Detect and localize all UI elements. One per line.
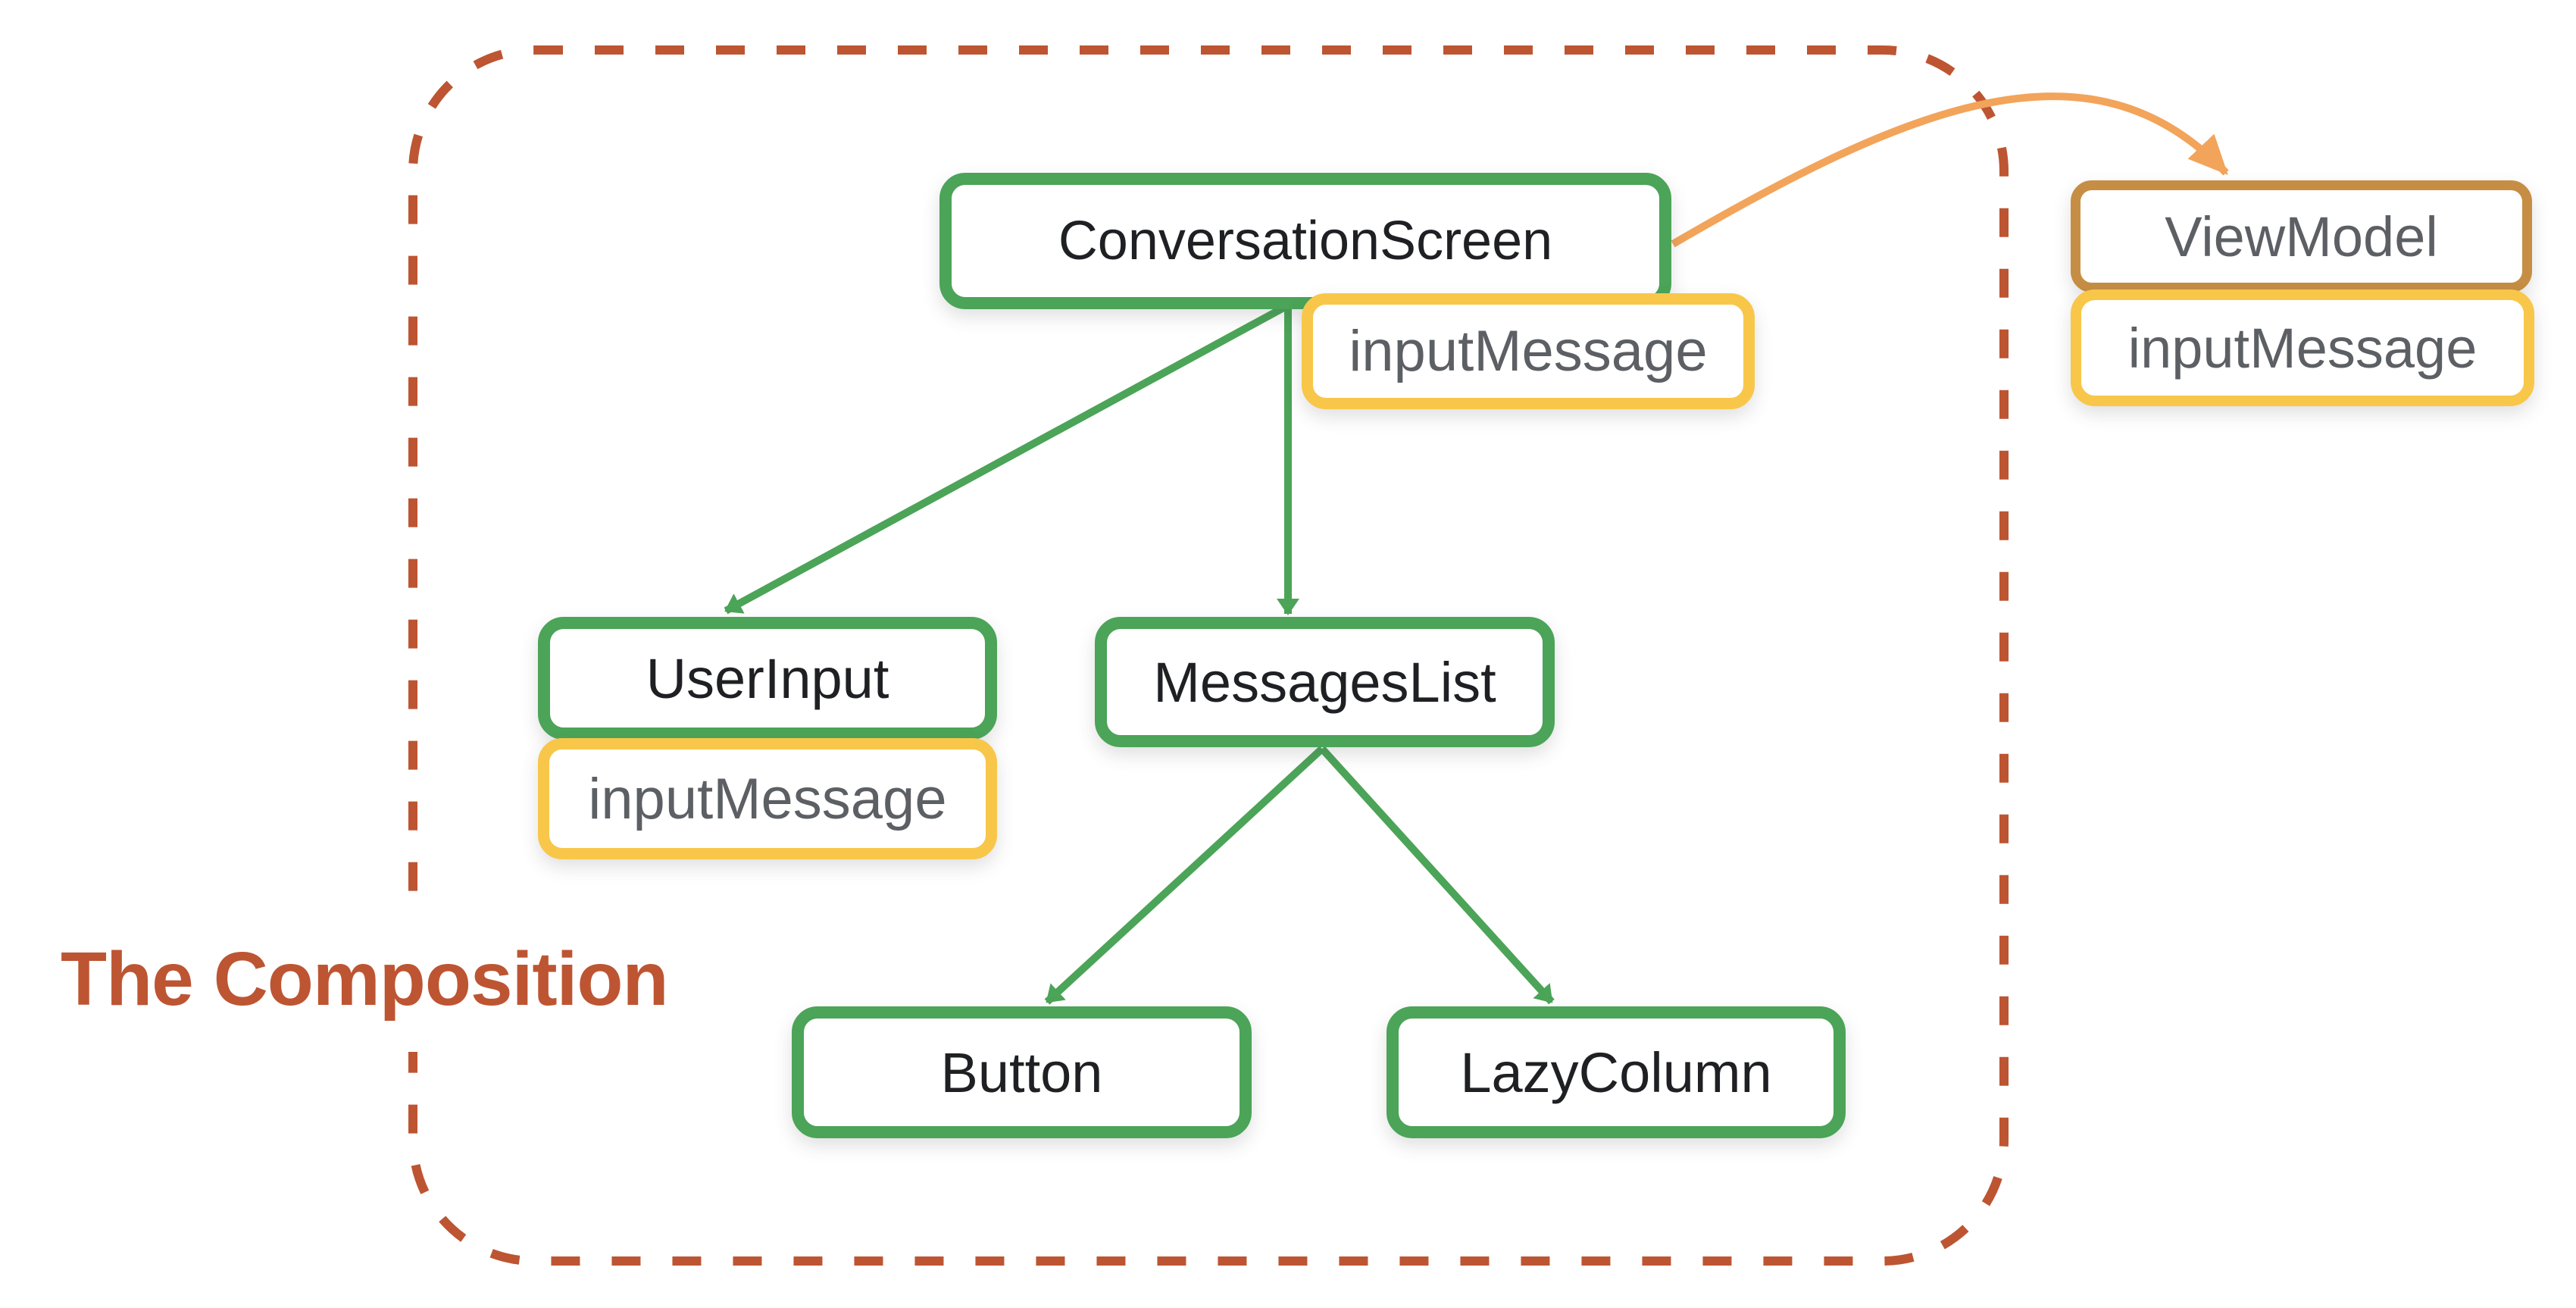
node-lazycolumn: LazyColumn [1386,1006,1846,1138]
node-conversationscreen-label: ConversationScreen [1058,211,1553,271]
node-lazycolumn-label: LazyColumn [1460,1040,1772,1104]
node-viewmodel: ViewModel [2071,180,2532,293]
node-viewmodel-label: ViewModel [2165,205,2438,268]
state-inputmessage-userinput-label: inputMessage [588,766,947,831]
node-conversationscreen: ConversationScreen [939,173,1671,309]
composition-boundary [408,45,2009,1266]
composition-title: The Composition [44,906,685,1052]
edge-conversationscreen-userinput [724,302,1289,615]
edge-conversationscreen-viewmodel [1671,92,2229,248]
edge-messageslist-button [1044,746,1325,1005]
node-button-label: Button [940,1040,1103,1104]
state-inputmessage-userinput: inputMessage [538,738,997,859]
state-inputmessage-conversationscreen: inputMessage [1302,293,1755,409]
state-inputmessage-viewmodel: inputMessage [2071,289,2534,406]
node-button: Button [792,1006,1252,1138]
node-userinput: UserInput [538,617,997,740]
node-messageslist-label: MessagesList [1153,650,1496,714]
state-inputmessage-viewmodel-label: inputMessage [2127,316,2478,380]
state-inputmessage-conversationscreen-label: inputMessage [1349,319,1708,383]
node-userinput-label: UserInput [646,646,889,710]
node-messageslist: MessagesList [1095,617,1555,747]
edge-messageslist-lazycolumn [1319,746,1555,1005]
